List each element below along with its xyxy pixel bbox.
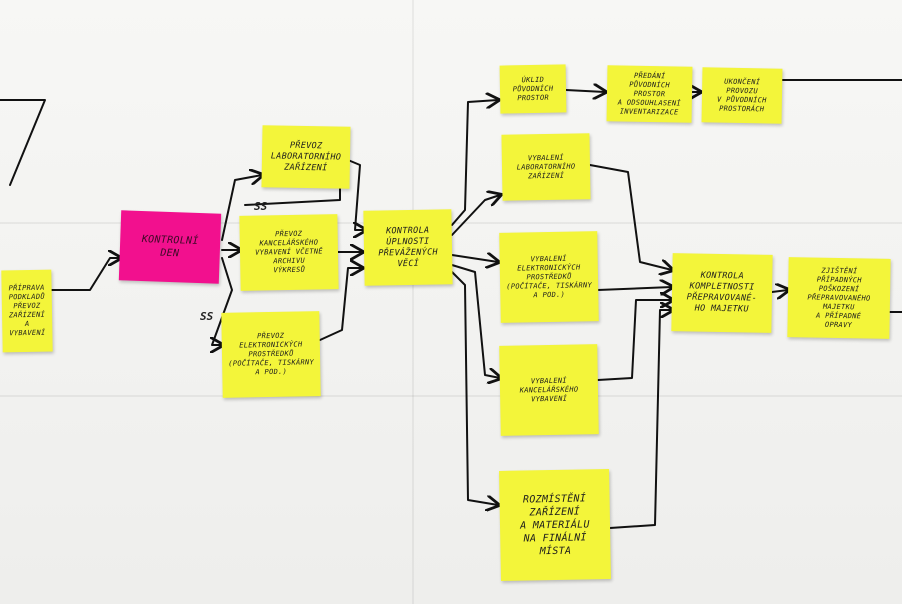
arrow-line bbox=[451, 264, 500, 378]
arrow-line bbox=[47, 258, 120, 291]
arrow-line bbox=[771, 290, 788, 292]
arrow-line bbox=[221, 175, 262, 241]
arrow-line bbox=[609, 310, 672, 529]
sticky-note-unpack-lab: VYBALENÍ LABORATORNÍHO ZAŘÍZENÍ bbox=[501, 133, 591, 201]
arrow-line bbox=[347, 159, 365, 230]
ss-label: SS bbox=[254, 200, 268, 213]
sticky-note-move-lab: PŘEVOZ LABORATORNÍHO ZAŘÍZENÍ bbox=[261, 125, 351, 189]
sticky-note-handover-process: UKONČENÍ PROVOZU V PŮVODNÍCH PROSTORÁCH bbox=[701, 67, 783, 124]
paper-seam bbox=[412, 0, 414, 604]
arrow-line bbox=[451, 271, 498, 505]
sticky-note-cleanup-original: ÚKLID PŮVODNÍCH PROSTOR bbox=[499, 64, 567, 114]
arrow-line bbox=[451, 100, 498, 226]
sticky-note-check-completeness: KONTROLA ÚPLNOSTI PŘEVÁŽENÝCH VĚCÍ bbox=[363, 209, 453, 286]
sticky-note-settle-damages: ZJIŠTĚNÍ PŘÍPADNÝCH POŠKOZENÍ PŘEPRAVOVA… bbox=[787, 257, 891, 339]
ss-label: SS bbox=[200, 310, 214, 323]
sticky-note-check-property: KONTROLA KOMPLETNOSTI PŘEPRAVOVANÉ- HO M… bbox=[671, 253, 773, 333]
arrow-line bbox=[451, 255, 498, 262]
sticky-note-place-equipment: ROZMÍSTĚNÍ ZAŘÍZENÍ A MATERIÁLU NA FINÁL… bbox=[499, 469, 611, 581]
arrow-line bbox=[589, 164, 672, 270]
arrow-line bbox=[597, 287, 672, 290]
sticky-note-handover-original: PŘEDÁNÍ PŮVODNÍCH PROSTOR A ODSOUHLASENÍ… bbox=[606, 65, 693, 123]
sticky-note-move-office: PŘEVOZ KANCELÁŘSKÉHO VYBAVENÍ VČETNĚ ARC… bbox=[239, 214, 339, 291]
arrow-line bbox=[319, 268, 362, 341]
sticky-note-move-electronics: PŘEVOZ ELEKTRONICKÝCH PROSTŘEDKŮ (počíta… bbox=[221, 311, 321, 398]
sticky-note-unpack-electronics: VYBALENÍ ELEKTRONICKÝCH PROSTŘEDKŮ (počí… bbox=[499, 231, 599, 323]
arrow-line bbox=[597, 300, 672, 381]
arrow-line bbox=[0, 99, 46, 186]
sticky-note-controlled-day: KONTROLNÍ DEN bbox=[118, 210, 222, 284]
sticky-note-left-cut: PŘÍPRAVA PODKLADŮ PŘEVOZ ZAŘÍZENÍ A VYBA… bbox=[1, 269, 53, 353]
paper-seam bbox=[0, 395, 902, 397]
arrow-line bbox=[565, 90, 605, 92]
arrow-line bbox=[451, 195, 500, 236]
sticky-note-unpack-office: VYBALENÍ KANCELÁŘSKÉHO VYBAVENÍ bbox=[499, 344, 599, 436]
